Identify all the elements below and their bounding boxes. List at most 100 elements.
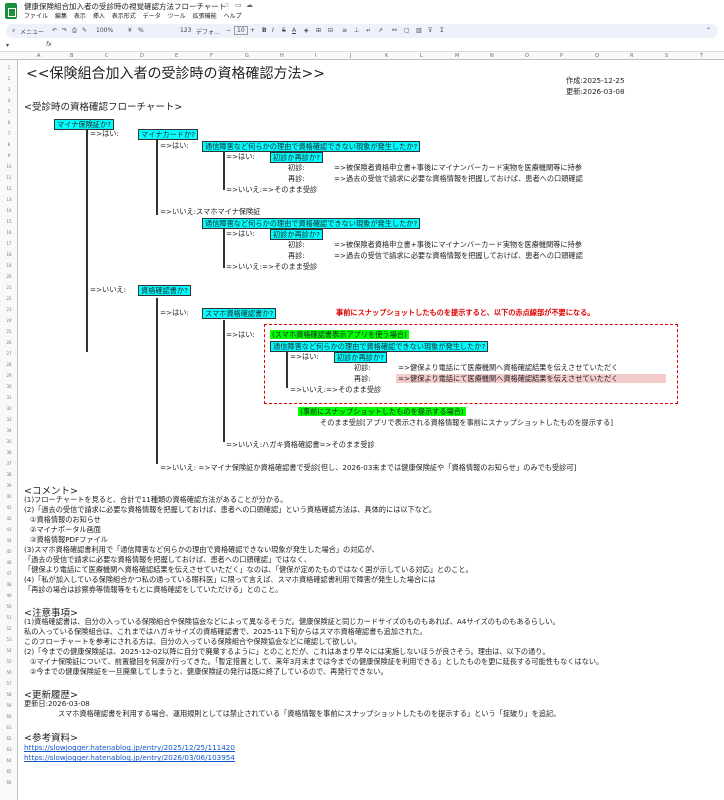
row-number[interactable]: 59 xyxy=(6,703,12,708)
row-number[interactable]: 28 xyxy=(6,362,12,367)
row-number[interactable]: 8 xyxy=(7,142,11,147)
row-number[interactable]: 18 xyxy=(6,252,12,257)
col-r[interactable]: R xyxy=(630,53,634,59)
currency-button[interactable]: ¥ xyxy=(128,27,132,34)
row-number[interactable]: 54 xyxy=(6,648,12,653)
row-number[interactable]: 44 xyxy=(6,538,12,543)
row-number[interactable]: 17 xyxy=(6,241,12,246)
number-format-button[interactable]: 123 xyxy=(180,27,192,34)
row-number[interactable]: 35 xyxy=(6,439,12,444)
font-select[interactable]: デフォ... xyxy=(196,29,220,36)
row-number[interactable]: 48 xyxy=(6,582,12,587)
chart-icon[interactable]: ▥ xyxy=(416,27,422,34)
row-number[interactable]: 42 xyxy=(6,516,12,521)
col-j[interactable]: J xyxy=(350,53,352,59)
reference-link[interactable]: https://slowjogger.hatenablog.jp/entry/2… xyxy=(24,743,235,752)
row-number[interactable]: 11 xyxy=(6,175,12,180)
row-number[interactable]: 31 xyxy=(6,395,12,400)
zoom-select[interactable]: 100% xyxy=(96,27,114,34)
row-number[interactable]: 10 xyxy=(6,164,12,169)
comment-icon[interactable]: ▢ xyxy=(404,27,410,34)
menu-view[interactable]: 表示 xyxy=(73,13,86,20)
menu-tools[interactable]: ツール xyxy=(167,13,186,20)
row-number[interactable]: 40 xyxy=(6,494,12,499)
strikethrough-icon[interactable]: S xyxy=(282,27,286,34)
row-number[interactable]: 2 xyxy=(7,76,11,81)
menu-extensions[interactable]: 拡張機能 xyxy=(192,13,217,20)
merge-icon[interactable]: ⊟ xyxy=(328,27,334,34)
row-number[interactable]: 55 xyxy=(6,659,12,664)
row-number[interactable]: 64 xyxy=(6,758,12,763)
row-number[interactable]: 33 xyxy=(6,417,12,422)
menu-data[interactable]: データ xyxy=(142,13,161,20)
row-number[interactable]: 62 xyxy=(6,736,12,741)
row-number[interactable]: 61 xyxy=(6,725,12,730)
row-number[interactable]: 9 xyxy=(7,153,11,158)
percent-button[interactable]: % xyxy=(138,27,144,34)
reference-link[interactable]: https://slowjogger.hatenablog.jp/entry/2… xyxy=(24,753,235,762)
row-number[interactable]: 41 xyxy=(6,505,12,510)
row-number[interactable]: 30 xyxy=(6,384,12,389)
col-o[interactable]: O xyxy=(525,53,529,59)
redo-icon[interactable]: ↷ xyxy=(62,27,68,34)
rotate-icon[interactable]: ↗ xyxy=(378,27,384,34)
row-number[interactable]: 43 xyxy=(6,527,12,532)
font-size-minus-icon[interactable]: − xyxy=(226,27,232,34)
row-number[interactable]: 39 xyxy=(6,483,12,488)
name-box[interactable]: ▾ xyxy=(6,42,10,49)
row-number[interactable]: 49 xyxy=(6,593,12,598)
row-number[interactable]: 12 xyxy=(6,186,12,191)
menu-search[interactable]: メニュー xyxy=(20,29,45,36)
col-l[interactable]: L xyxy=(420,53,423,59)
col-i[interactable]: I xyxy=(315,53,317,59)
menu-format[interactable]: 表示形式 xyxy=(111,13,136,20)
row-number[interactable]: 57 xyxy=(6,681,12,686)
print-icon[interactable]: ⎙ xyxy=(72,27,77,34)
menu-insert[interactable]: 挿入 xyxy=(92,13,105,20)
row-number[interactable]: 60 xyxy=(6,714,12,719)
row-number[interactable]: 36 xyxy=(6,450,12,455)
menu-file[interactable]: ファイル xyxy=(24,13,49,20)
cloud-icon[interactable]: ☁ xyxy=(246,1,253,9)
paint-format-icon[interactable]: ✎ xyxy=(82,27,88,34)
row-number[interactable]: 56 xyxy=(6,670,12,675)
font-size-plus-icon[interactable]: + xyxy=(250,27,256,34)
row-number[interactable]: 14 xyxy=(6,208,12,213)
link-icon[interactable]: ⚯ xyxy=(392,27,398,34)
row-number[interactable]: 63 xyxy=(6,747,12,752)
row-number[interactable]: 23 xyxy=(6,307,12,312)
borders-icon[interactable]: ⊞ xyxy=(316,27,322,34)
search-icon[interactable]: ⌕ xyxy=(12,27,16,34)
row-number[interactable]: 52 xyxy=(6,626,12,631)
row-number[interactable]: 21 xyxy=(6,285,12,290)
row-number[interactable]: 32 xyxy=(6,406,12,411)
col-d[interactable]: D xyxy=(140,53,144,59)
col-n[interactable]: N xyxy=(490,53,494,59)
row-number[interactable]: 37 xyxy=(6,461,12,466)
row-number[interactable]: 25 xyxy=(6,329,12,334)
star-icon[interactable]: ☆ xyxy=(224,1,231,9)
document-title[interactable]: 健康保険組合加入者の受診時の視覚確認方法フローチャート xyxy=(24,2,227,11)
align-icon[interactable]: ≡ xyxy=(342,27,348,34)
row-number[interactable]: 1 xyxy=(7,65,11,70)
col-q[interactable]: Q xyxy=(595,53,599,59)
text-color-icon[interactable]: A xyxy=(292,27,297,34)
functions-icon[interactable]: Σ xyxy=(440,27,444,34)
row-number[interactable]: 34 xyxy=(6,428,12,433)
col-p[interactable]: P xyxy=(560,53,564,59)
row-number[interactable]: 29 xyxy=(6,373,12,378)
font-size-input[interactable]: 10 xyxy=(234,26,248,35)
col-g[interactable]: G xyxy=(245,53,249,59)
row-number[interactable]: 16 xyxy=(6,230,12,235)
row-number[interactable]: 50 xyxy=(6,604,12,609)
row-number[interactable]: 46 xyxy=(6,560,12,565)
col-h[interactable]: H xyxy=(280,53,284,59)
menu-edit[interactable]: 編集 xyxy=(54,13,67,20)
row-number[interactable]: 19 xyxy=(6,263,12,268)
row-number[interactable]: 5 xyxy=(7,109,11,114)
row-number[interactable]: 53 xyxy=(6,637,12,642)
col-k[interactable]: K xyxy=(385,53,389,59)
wrap-icon[interactable]: ↵ xyxy=(366,27,372,34)
row-number[interactable]: 45 xyxy=(6,549,12,554)
row-number[interactable]: 38 xyxy=(6,472,12,477)
